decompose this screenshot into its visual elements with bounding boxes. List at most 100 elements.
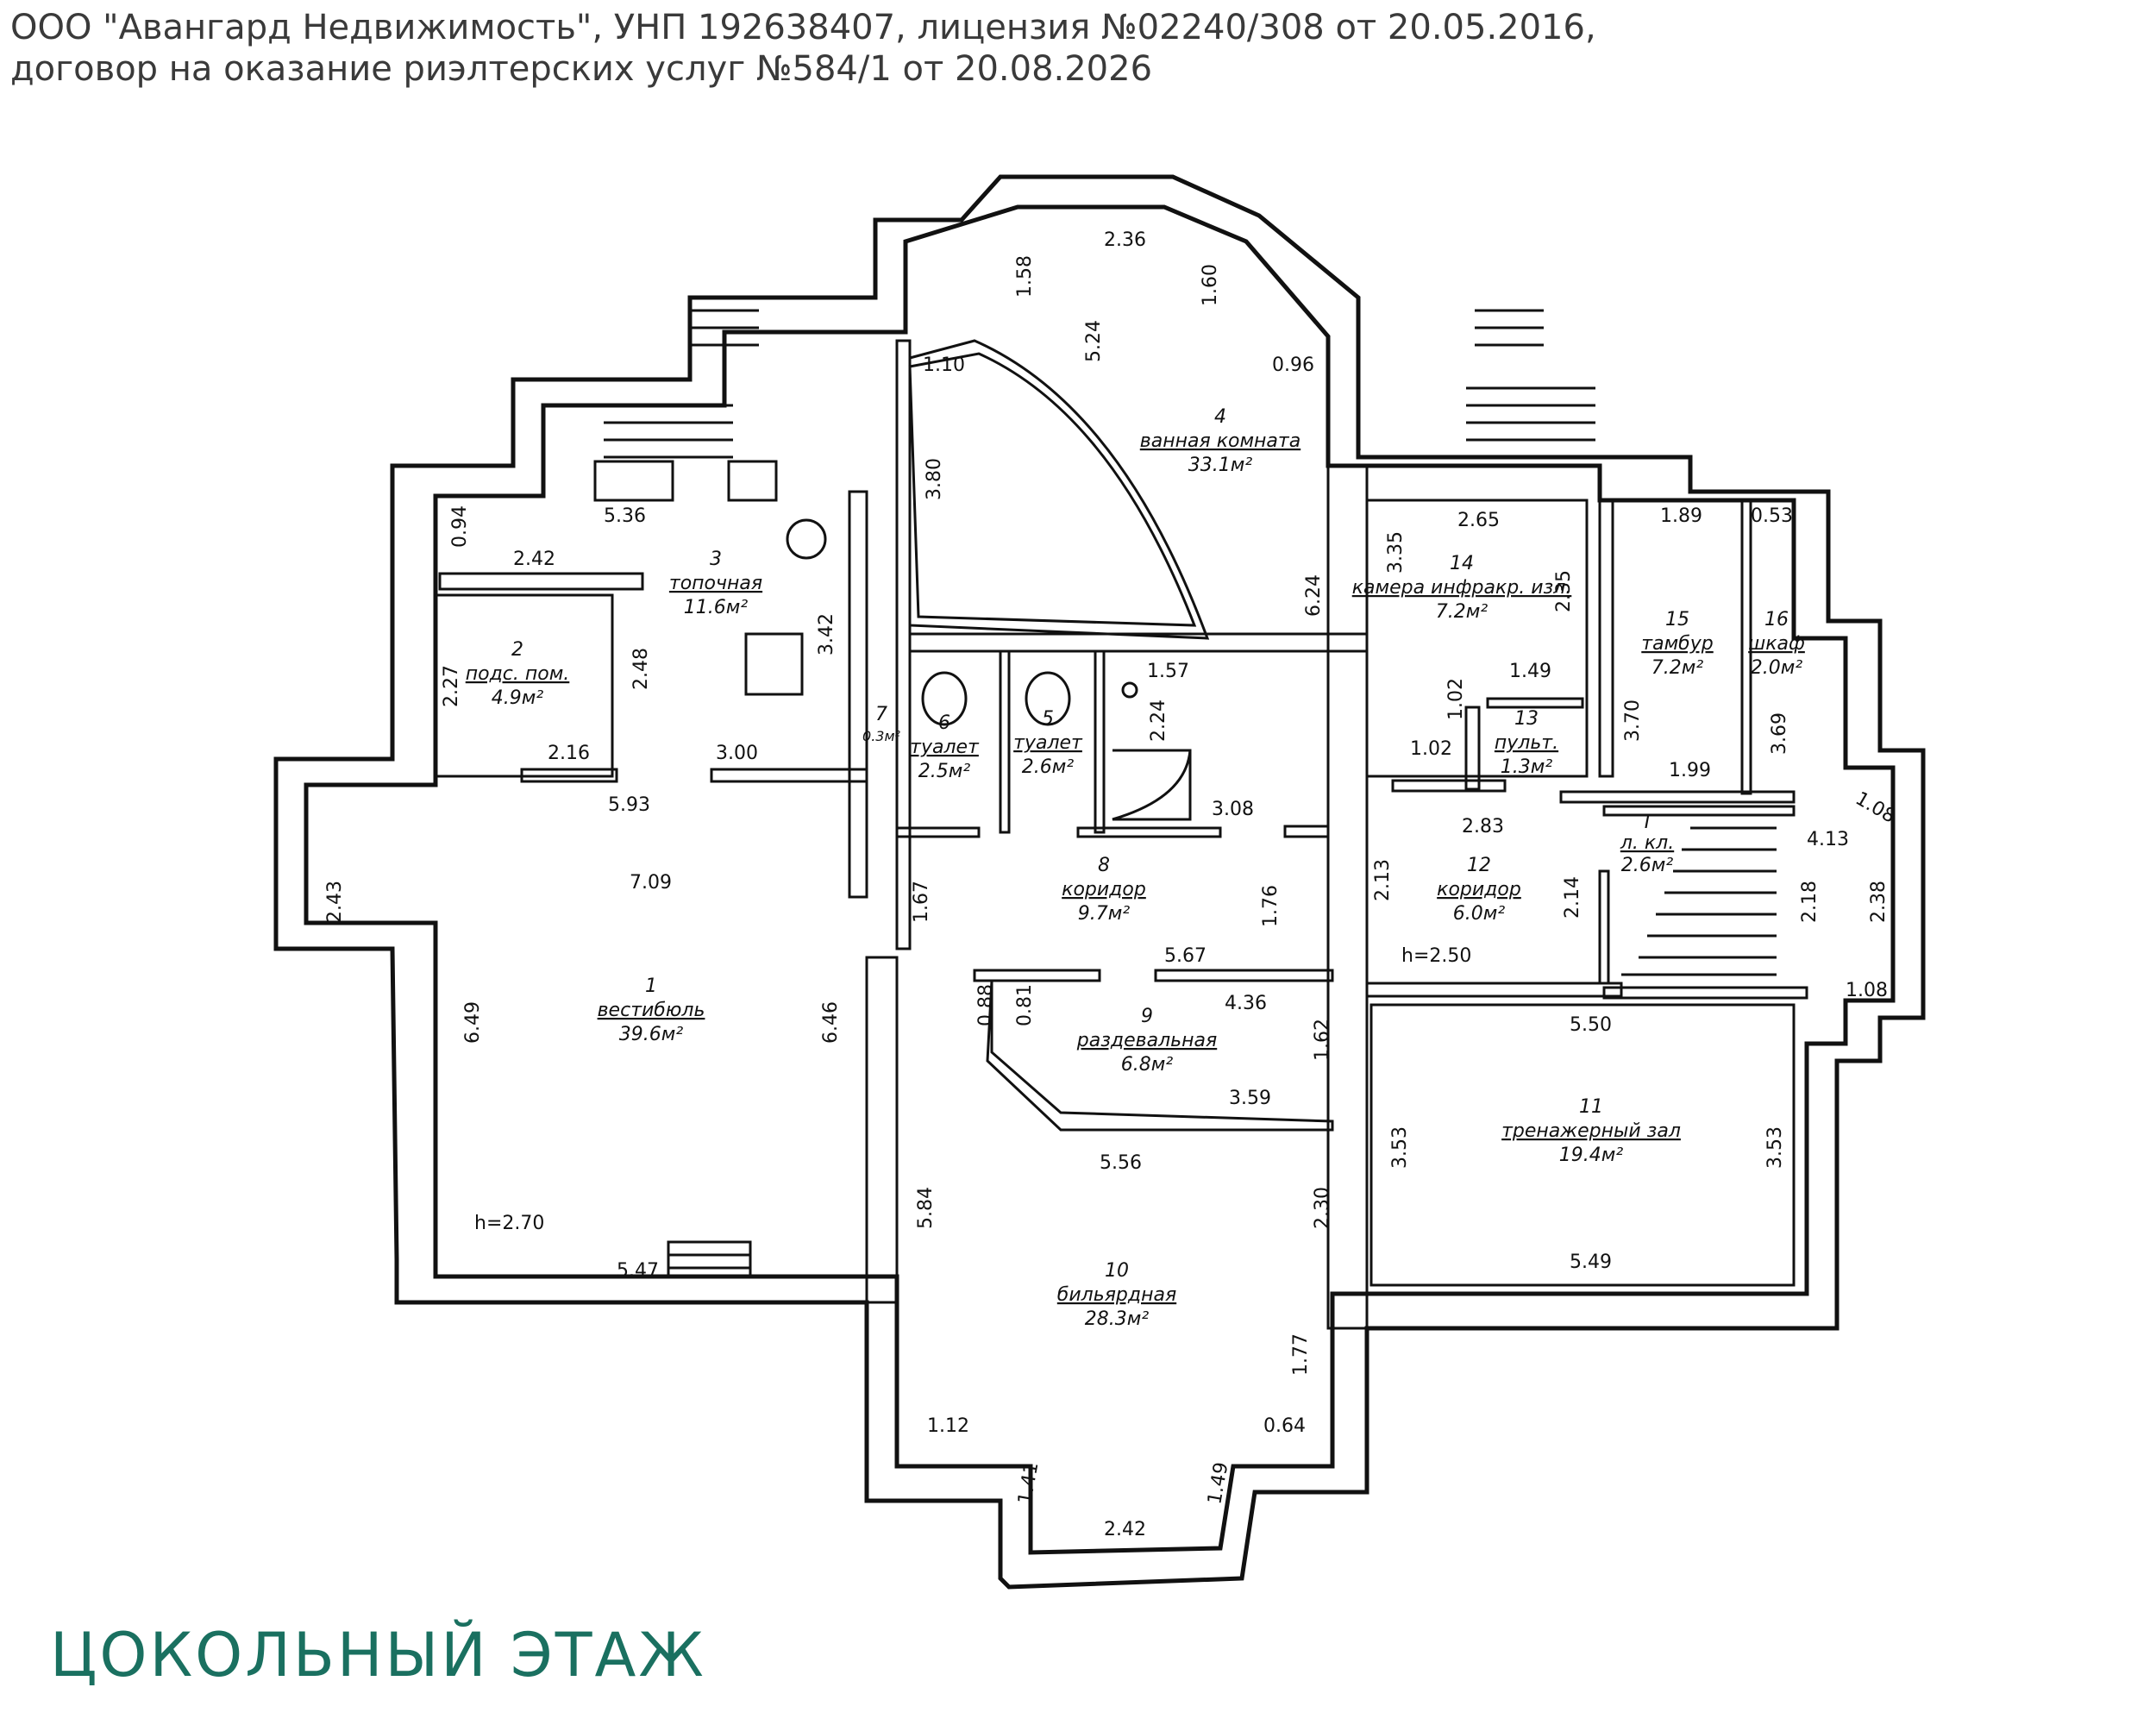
- room-5-label: 5 туалет 2.6м²: [1013, 708, 1083, 778]
- room-3-number: 3: [710, 549, 722, 570]
- room-9-area: 6.8м²: [1121, 1054, 1174, 1076]
- dimension: 1.10: [923, 354, 965, 376]
- dimension: 5.24: [1083, 320, 1105, 362]
- room-10-number: 10: [1105, 1260, 1129, 1282]
- room-I-name: л. кл.: [1620, 832, 1674, 854]
- dimension: 2.38: [1868, 881, 1890, 923]
- room-12-number: 12: [1467, 855, 1491, 876]
- dimension: 1.57: [1147, 661, 1189, 682]
- room-11-number: 11: [1579, 1096, 1603, 1118]
- room-5-name: туалет: [1013, 732, 1083, 754]
- dimension: 5.67: [1164, 945, 1206, 967]
- dimension: 3.35: [1385, 531, 1407, 574]
- dimension: 2.16: [548, 743, 590, 764]
- room-15-number: 15: [1665, 609, 1689, 630]
- room-I-number: I: [1645, 812, 1651, 833]
- dimension: 2.18: [1799, 881, 1821, 923]
- room-9-label: 9 раздевальная 6.8м²: [1076, 1006, 1217, 1076]
- room-15-area: 7.2м²: [1651, 657, 1704, 679]
- room-6-area: 2.5м²: [918, 761, 971, 782]
- dimension: 1.77: [1290, 1333, 1312, 1376]
- room-2-area: 4.9м²: [492, 687, 544, 709]
- room-4-name: ванная комната: [1140, 430, 1300, 452]
- dimension: 1.62: [1312, 1019, 1333, 1061]
- dimension: 2.36: [1104, 229, 1146, 251]
- height-label: h=2.50: [1401, 945, 1471, 967]
- room-2-label: 2 подс. пом. 4.9м²: [466, 639, 570, 709]
- dimension: 0.64: [1263, 1415, 1306, 1437]
- room-7-number: 7: [875, 704, 887, 725]
- dimension: 0.88: [975, 984, 997, 1026]
- dimension: 0.81: [1014, 984, 1036, 1026]
- room-7-area: 0.3м²: [862, 728, 901, 744]
- room-9-number: 9: [1141, 1006, 1153, 1027]
- header: ООО "Авангард Недвижимость", УНП 1926384…: [10, 7, 1994, 90]
- floor-title: ЦОКОЛЬНЫЙ ЭТАЖ: [50, 1620, 706, 1690]
- dimension: 6.46: [820, 1001, 842, 1044]
- dimension: 2.13: [1372, 859, 1394, 901]
- room-12-name: коридор: [1437, 879, 1521, 900]
- room-14-name: камера инфракр. изл.: [1352, 577, 1572, 599]
- room-11-name: тренажерный зал: [1501, 1120, 1681, 1142]
- inner-walls: [434, 339, 1808, 1330]
- dimension: 1.60: [1200, 264, 1221, 306]
- fixtures: [593, 309, 1777, 1278]
- dimension: 2.30: [1312, 1187, 1333, 1229]
- room-8-number: 8: [1098, 855, 1110, 876]
- dimension: 3.53: [1764, 1126, 1786, 1169]
- outer-walls: [273, 174, 1926, 1590]
- room-7-label: 7 0.3м²: [862, 704, 901, 744]
- room-13-name: пульт.: [1495, 732, 1558, 754]
- header-line-1: ООО "Авангард Недвижимость", УНП 1926384…: [10, 8, 1596, 47]
- dimension: 1.76: [1260, 885, 1282, 927]
- entrance-steps: [667, 1240, 752, 1278]
- room-3-area: 11.6м²: [684, 597, 749, 618]
- room-15-label: 15 тамбур 7.2м²: [1641, 609, 1713, 679]
- dimension: 3.70: [1622, 699, 1644, 742]
- room-9-name: раздевальная: [1076, 1030, 1217, 1051]
- dimension: 3.53: [1389, 1126, 1411, 1169]
- stairs-right-top: [1466, 309, 1595, 442]
- room-5-number: 5: [1042, 708, 1054, 730]
- dimension: 2.24: [1148, 699, 1169, 742]
- room-6-name: туалет: [910, 737, 980, 758]
- room-13-area: 1.3м²: [1501, 756, 1553, 778]
- dimension: 5.47: [617, 1260, 659, 1282]
- stairs-left-top: [604, 309, 759, 459]
- room-14-label: 14 камера инфракр. изл. 7.2м²: [1352, 553, 1572, 623]
- dimension: 5.50: [1570, 1014, 1612, 1036]
- room-11-label: 11 тренажерный зал 19.4м²: [1501, 1096, 1681, 1166]
- dimension: 2.42: [513, 549, 555, 570]
- dimension: 2.27: [441, 665, 462, 707]
- dimension: 4.36: [1225, 993, 1267, 1014]
- dimension: 2.65: [1457, 510, 1500, 531]
- room-15-name: тамбур: [1641, 633, 1713, 655]
- room-11-area: 19.4м²: [1559, 1145, 1624, 1166]
- dimension: 3.69: [1769, 712, 1790, 755]
- room-4-area: 33.1м²: [1188, 455, 1253, 476]
- room-12-label: 12 коридор 6.0м²: [1437, 855, 1521, 925]
- room-1-name: вестибюль: [598, 1000, 705, 1021]
- dimension: 2.43: [324, 881, 346, 923]
- room-1-area: 39.6м²: [619, 1024, 684, 1045]
- dimension: 7.09: [630, 872, 672, 894]
- room-13-label: 13 пульт. 1.3м²: [1495, 708, 1558, 778]
- room-10-label: 10 бильярдная 28.3м²: [1057, 1260, 1176, 1330]
- dimension: 1.58: [1014, 255, 1036, 298]
- room-8-name: коридор: [1062, 879, 1146, 900]
- dimension-labels: 2.36 1.58 1.60 5.24 1.10 0.96 3.80 5.36 …: [324, 229, 1899, 1540]
- room-13-number: 13: [1514, 708, 1539, 730]
- dimension: 0.96: [1272, 354, 1314, 376]
- dimension: 5.36: [604, 505, 646, 527]
- room-6-number: 6: [938, 712, 950, 734]
- room-8-area: 9.7м²: [1078, 903, 1131, 925]
- dimension: 2.83: [1462, 816, 1504, 837]
- dimension: 1.02: [1445, 678, 1467, 720]
- room-6-label: 6 туалет 2.5м²: [910, 712, 980, 782]
- dimension: 3.08: [1212, 799, 1254, 820]
- room-14-number: 14: [1450, 553, 1474, 574]
- room-I-label: I л. кл. 2.6м²: [1620, 812, 1674, 876]
- room-3-name: топочная: [669, 573, 762, 594]
- dimension: 6.49: [462, 1001, 484, 1044]
